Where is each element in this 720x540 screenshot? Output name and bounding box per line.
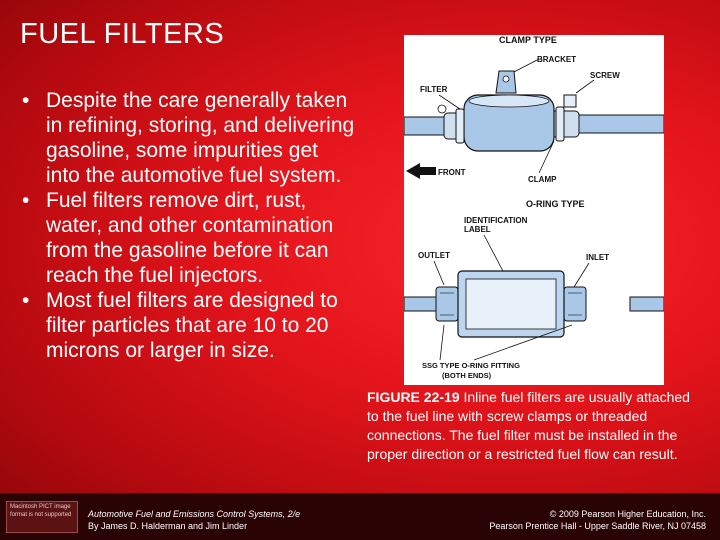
label-identification-2: LABEL <box>464 225 491 234</box>
footer-publisher: Pearson Prentice Hall - Upper Saddle Riv… <box>489 521 706 531</box>
label-oring-type: O-RING TYPE <box>526 199 585 209</box>
footer-publisher-info: © 2009 Pearson Higher Education, Inc. Pe… <box>489 508 706 532</box>
footer-book-info: Automotive Fuel and Emissions Control Sy… <box>88 508 300 532</box>
label-clamp: CLAMP <box>528 175 557 184</box>
label-identification: IDENTIFICATION <box>464 216 528 225</box>
bullet-dot: • <box>22 289 30 312</box>
label-clamp-type: CLAMP TYPE <box>499 35 557 45</box>
slide-title: FUEL FILTERS <box>20 18 225 50</box>
fuel-line-right <box>573 114 664 134</box>
caption-text: Inline fuel filters are usually attached… <box>367 389 690 462</box>
label-fitting: SSG TYPE O-RING FITTING <box>422 361 520 370</box>
clamp-screw <box>563 94 577 108</box>
bullet-dot: • <box>22 89 30 112</box>
publisher-logo-placeholder: Macintosh PICT image format is not suppo… <box>6 501 78 533</box>
footer-bar: Macintosh PICT image format is not suppo… <box>0 493 720 540</box>
footer-copyright: © 2009 Pearson Higher Education, Inc. <box>549 509 706 519</box>
figure-caption: FIGURE 22-19 Inline fuel filters are usu… <box>367 388 702 464</box>
label-fitting-2: (BOTH ENDS) <box>442 371 492 380</box>
front-arrow-icon <box>406 163 436 179</box>
label-screw: SCREW <box>590 71 620 80</box>
label-inlet: INLET <box>586 253 609 262</box>
fuel-filter-diagram: CLAMP TYPE BRACKET SCREW FILTER <box>404 35 664 385</box>
footer-book-title: Automotive Fuel and Emissions Control Sy… <box>88 509 301 519</box>
caption-figure-number: FIGURE 22-19 <box>367 389 460 405</box>
bullet-text: Despite the care generally taken in refi… <box>46 89 355 187</box>
bullet-item: • Most fuel filters are designed to filt… <box>22 288 357 363</box>
label-filter: FILTER <box>420 85 448 94</box>
label-outlet: OUTLET <box>418 251 450 260</box>
bullet-item: • Despite the care generally taken in re… <box>22 88 357 188</box>
bullet-item: • Fuel filters remove dirt, rust, water,… <box>22 188 357 288</box>
bullet-text: Most fuel filters are designed to filter… <box>46 289 338 362</box>
fitting-left <box>435 286 459 322</box>
bullet-list: • Despite the care generally taken in re… <box>22 88 357 363</box>
footer-authors: By James D. Halderman and Jim Linder <box>88 521 248 531</box>
bullet-text: Fuel filters remove dirt, rust, water, a… <box>46 189 334 287</box>
bullet-dot: • <box>22 189 30 212</box>
label-bracket: BRACKET <box>537 55 576 64</box>
label-front: FRONT <box>438 168 466 177</box>
fitting-right <box>563 286 587 322</box>
